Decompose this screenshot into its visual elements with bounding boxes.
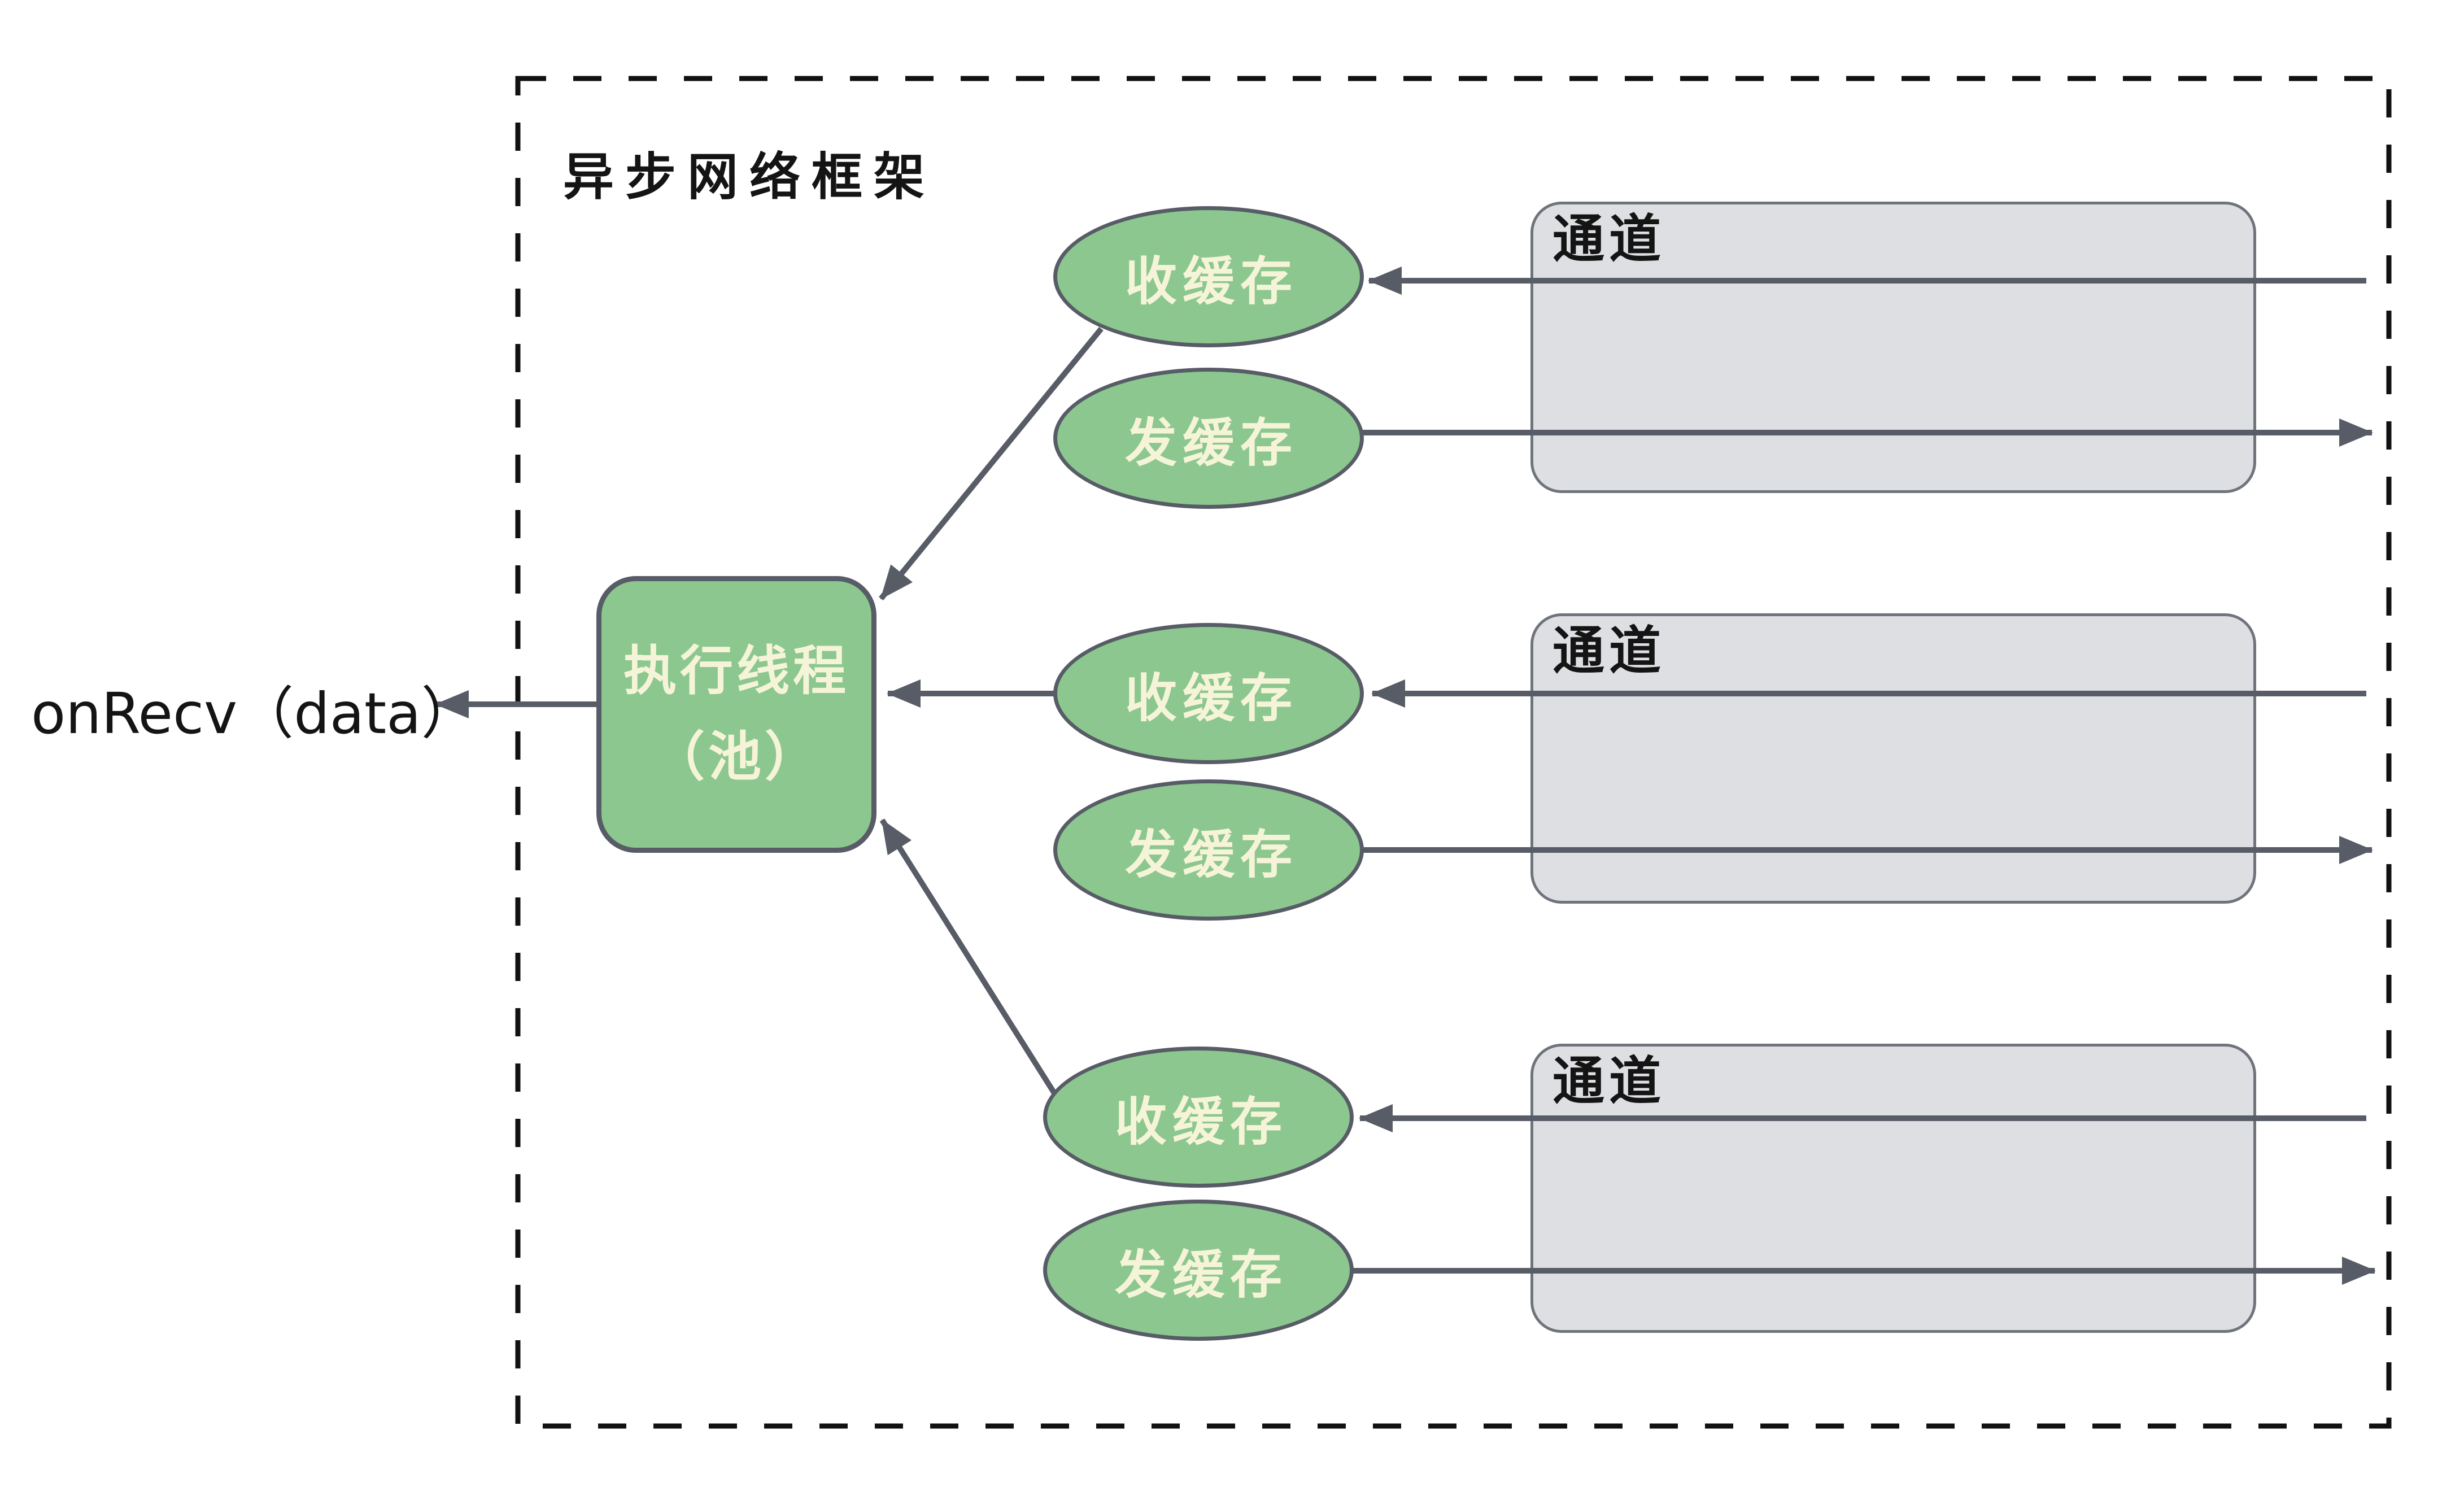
callback-label: onRecv（data）: [31, 681, 478, 747]
arrow-recv3-to-executor: [879, 818, 1062, 1103]
channel-label-2: 通道: [1552, 621, 1666, 681]
send-buffer-node-2: 发缓存: [1053, 779, 1364, 921]
executor-label-line1: 执行线程: [623, 640, 849, 702]
recv-buffer-label-3: 收缓存: [1114, 1091, 1288, 1152]
recv-buffer-node-1: 收缓存: [1053, 206, 1364, 347]
executor-label-line2: （池）: [651, 726, 821, 788]
send-buffer-node-3: 发缓存: [1043, 1200, 1354, 1341]
send-buffer-node-1: 发缓存: [1053, 368, 1364, 509]
channel-box-1: 通道: [1530, 202, 2256, 493]
send-buffer-label-1: 发缓存: [1124, 412, 1298, 473]
recv-buffer-label-1: 收缓存: [1124, 251, 1298, 312]
channel-box-2: 通道: [1530, 613, 2256, 904]
framework-title: 异步网络框架: [563, 147, 936, 207]
channel-box-3: 通道: [1530, 1044, 2256, 1333]
recv-buffer-label-2: 收缓存: [1124, 668, 1298, 729]
send-buffer-label-3: 发缓存: [1114, 1244, 1288, 1305]
recv-buffer-node-2: 收缓存: [1053, 623, 1364, 764]
channel-label-3: 通道: [1552, 1051, 1666, 1111]
channel-label-1: 通道: [1552, 209, 1666, 269]
recv-buffer-node-3: 收缓存: [1043, 1047, 1354, 1188]
send-buffer-label-2: 发缓存: [1124, 824, 1298, 885]
executor-node: 执行线程 （池）: [596, 576, 876, 853]
